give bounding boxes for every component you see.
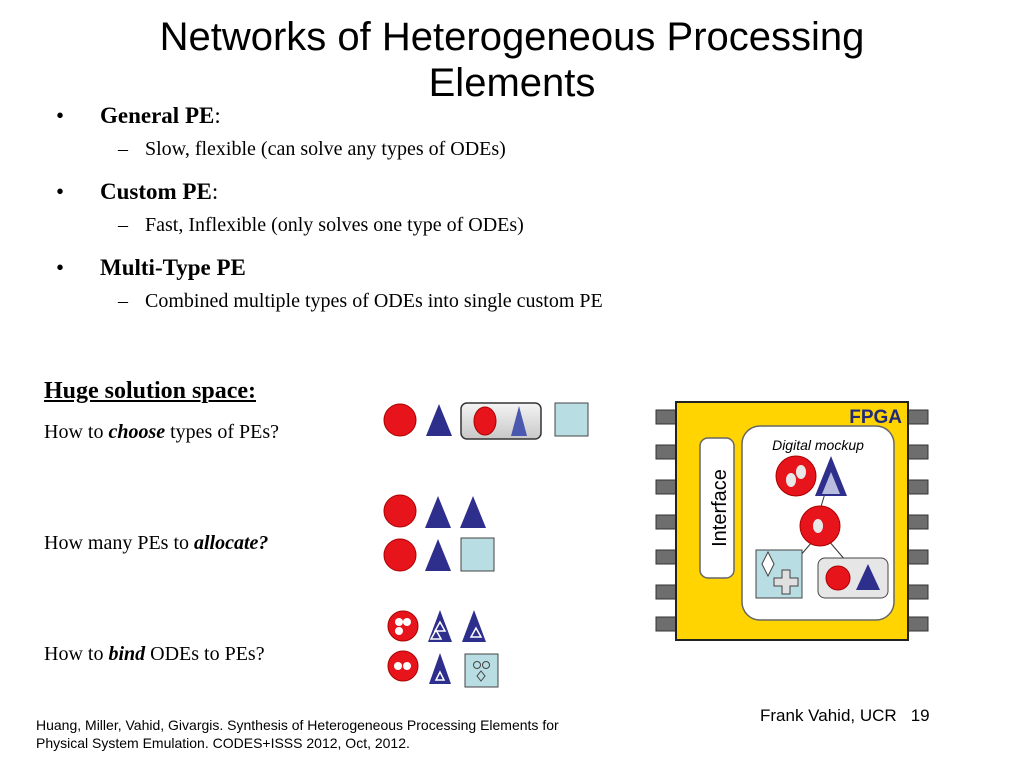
ode-triangle-mark-icon — [469, 626, 483, 638]
allocated-triangle-icon — [425, 539, 451, 571]
square-pe-icon — [554, 402, 589, 437]
citation-line-1: Huang, Miller, Vahid, Givargis. Synthesi… — [36, 717, 559, 733]
custom-pe-triangle-icon — [426, 404, 452, 436]
question-emphasis: bind — [108, 643, 146, 665]
multi-type-circle-icon — [473, 406, 497, 436]
question-pre: How to — [44, 421, 109, 443]
bound-triangle-icon — [429, 653, 451, 684]
sub-bullet-custom-pe: – Fast, Inflexible (only solves one type… — [56, 212, 956, 254]
slide-title-line-2: Elements — [428, 61, 596, 105]
ode-dot-icon — [813, 519, 823, 533]
question-post: ODEs to PEs? — [145, 643, 265, 665]
section-heading: Huge solution space: — [44, 378, 257, 404]
allocated-square-icon — [460, 537, 495, 572]
ode-dot-icon — [394, 662, 402, 670]
allocated-circle-icon — [383, 494, 417, 528]
ode-dot-icon — [395, 627, 403, 635]
mockup-square-pe-icon — [755, 549, 803, 599]
ode-triangle-mark-icon — [822, 472, 840, 494]
sub-bullet-text: Slow, flexible (can solve any types of O… — [145, 138, 506, 160]
question-bind: How to bind ODEs to PEs? — [44, 643, 265, 666]
ode-dot-icon — [403, 662, 411, 670]
interface-block — [699, 437, 735, 579]
page-number: 19 — [910, 706, 930, 725]
multi-type-circle-icon — [825, 565, 851, 591]
mockup-circle-pe-icon — [775, 455, 817, 497]
ode-triangle-mark-icon — [433, 620, 447, 632]
bound-circle-icon — [387, 610, 419, 642]
ode-plus-mark-icon — [473, 661, 481, 669]
chip-pins-right — [905, 409, 929, 632]
multi-type-triangle-icon — [511, 406, 527, 436]
ode-triangle-mark-icon — [429, 628, 443, 640]
ode-dot-icon — [403, 618, 411, 626]
interface-label: Interface — [709, 469, 731, 547]
multi-type-triangle-icon — [856, 564, 880, 590]
citation-line-2: Physical System Emulation. CODES+ISSS 20… — [36, 735, 410, 751]
bullet-suffix: : — [211, 179, 219, 204]
bullet-label: Custom PE — [100, 179, 212, 204]
ode-plus-mark-icon — [482, 661, 490, 669]
fpga-label: FPGA — [849, 407, 902, 428]
bullet-custom-pe: • Custom PE: — [56, 178, 956, 212]
bullet-label: Multi-Type PE — [100, 255, 246, 280]
sub-bullet-text: Combined multiple types of ODEs into sin… — [145, 290, 603, 312]
ode-dot-icon — [796, 465, 806, 479]
sub-bullet-multi-type-pe: – Combined multiple types of ODEs into s… — [56, 288, 956, 330]
bullet-dot: • — [56, 103, 65, 128]
question-pre: How many PEs to — [44, 532, 194, 554]
ode-diamond-mark-icon — [761, 550, 775, 578]
question-allocate: How many PEs to allocate? — [44, 532, 268, 555]
citation-footnote: Huang, Miller, Vahid, Givargis. Synthesi… — [36, 716, 736, 752]
digital-mockup-label: Digital mockup — [772, 437, 864, 453]
question-emphasis: choose — [108, 421, 166, 443]
question-choose: How to choose types of PEs? — [44, 421, 279, 444]
sub-bullet-dash: – — [118, 138, 128, 160]
sub-bullet-general-pe: – Slow, flexible (can solve any types of… — [56, 136, 956, 178]
bullet-list: • General PE: – Slow, flexible (can solv… — [56, 102, 956, 330]
bullet-dot: • — [56, 179, 65, 204]
author-name: Frank Vahid, UCR — [760, 706, 897, 725]
sub-bullet-dash: – — [118, 290, 128, 312]
bound-square-icon — [464, 653, 499, 688]
author-footer: Frank Vahid, UCR 19 — [760, 706, 930, 726]
question-post: types of PEs? — [165, 421, 280, 443]
chip-pins-left — [655, 409, 679, 632]
sub-bullet-dash: – — [118, 214, 128, 236]
pe-options-diagram — [383, 402, 589, 688]
ode-dot-icon — [786, 473, 796, 487]
allocated-triangle-icon — [425, 496, 451, 528]
bullet-suffix: : — [214, 103, 221, 128]
allocated-circle-icon — [383, 538, 417, 572]
ode-triangle-mark-icon — [434, 670, 446, 681]
slide-title: Networks of Heterogeneous Processing Ele… — [0, 14, 1024, 106]
ode-plus-mark-icon — [773, 569, 799, 595]
bullet-dot: • — [56, 255, 65, 280]
fpga-chip-diagram: FPGA Interface Digital mockup — [655, 401, 929, 641]
general-pe-circle-icon — [383, 403, 417, 437]
ode-diamond-mark-icon — [476, 670, 486, 682]
slide-title-line-1: Networks of Heterogeneous Processing — [159, 15, 865, 59]
question-pre: How to — [44, 643, 109, 665]
question-emphasis: allocate? — [194, 532, 269, 554]
bullet-multi-type-pe: • Multi-Type PE — [56, 254, 956, 288]
bullet-label: General PE — [100, 103, 215, 128]
allocated-triangle-icon — [460, 496, 486, 528]
ode-dot-icon — [395, 618, 403, 626]
multi-type-pe-box-icon — [460, 402, 542, 440]
sub-bullet-text: Fast, Inflexible (only solves one type o… — [145, 214, 524, 236]
bullet-general-pe: • General PE: — [56, 102, 956, 136]
